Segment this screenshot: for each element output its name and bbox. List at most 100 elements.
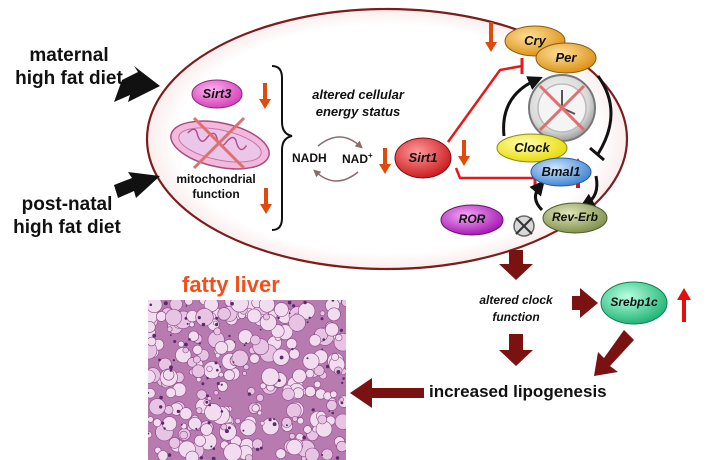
lipid-vacuole	[303, 425, 312, 434]
cell-nucleus	[336, 370, 341, 374]
lipid-vacuole	[305, 447, 320, 460]
energy-line1: altered cellular	[312, 87, 404, 102]
lipid-vacuole	[275, 448, 287, 459]
cell-nucleus	[219, 365, 222, 368]
lipid-vacuole	[231, 349, 249, 367]
fatty-liver-title: fatty liver	[182, 272, 280, 297]
maternal-diet-line1: maternal	[29, 45, 109, 66]
lipid-vacuole	[214, 341, 229, 355]
lipid-vacuole	[192, 355, 201, 364]
lipid-vacuole	[218, 371, 224, 378]
lipid-vacuole	[258, 300, 276, 313]
cell-nucleus	[288, 312, 291, 315]
bmal1-to-reverb-arrow	[579, 175, 599, 208]
lipid-vacuole	[256, 393, 264, 402]
lipid-vacuole	[327, 307, 341, 322]
lipid-vacuole	[329, 390, 338, 399]
down-arrow-sirt1	[458, 140, 470, 166]
maternal-diet-line2: high fat diet	[15, 68, 123, 89]
lipid-vacuole	[165, 308, 183, 326]
nadh-label: NADH	[292, 151, 327, 165]
cell-nucleus	[210, 445, 213, 448]
lipid-vacuole	[148, 388, 156, 399]
lipid-vacuole	[286, 439, 303, 456]
cell-nucleus	[167, 453, 172, 457]
cell-nucleus	[201, 382, 205, 386]
nad-cycle-bottom-arrow	[313, 169, 359, 182]
liver-histology-image	[148, 300, 346, 460]
cell-nucleus	[243, 344, 246, 347]
lipid-vacuole	[179, 407, 193, 420]
cell-nucleus	[206, 394, 209, 398]
down-arrow-mito	[260, 188, 272, 214]
lipid-vacuole	[220, 423, 228, 431]
reverb-label: Rev-Erb	[551, 210, 598, 224]
cell-nucleus	[321, 348, 324, 351]
lipid-vacuole	[336, 440, 346, 453]
lipid-vacuole	[239, 419, 257, 436]
postnatal-diet-line2: high fat diet	[13, 217, 121, 238]
lipid-vacuole	[243, 364, 250, 371]
srebp1c-label: Srebp1c	[610, 295, 658, 309]
per-inhibits-bmal1-arrow	[596, 75, 613, 155]
lipid-vacuole	[223, 443, 242, 460]
cell-nucleus	[242, 429, 245, 432]
lipid-vacuole	[187, 330, 199, 342]
energy-line2: energy status	[315, 104, 401, 119]
lipid-vacuole	[326, 399, 338, 411]
cell-nucleus	[341, 381, 344, 385]
bmal1-label: Bmal1	[541, 164, 581, 179]
lipid-vacuole	[313, 365, 325, 376]
srebp1c-node	[600, 281, 668, 325]
cell-nucleus	[230, 301, 234, 306]
cell-nucleus	[197, 316, 201, 320]
sirt3-node	[191, 79, 243, 109]
cell-nucleus	[306, 321, 309, 324]
ror-label: ROR	[458, 212, 486, 226]
sirt1-inhibits-bmal1	[454, 167, 534, 180]
cell-nucleus	[228, 334, 231, 338]
cell-nucleus	[220, 410, 224, 413]
altered-clock-line1: altered clock	[479, 293, 553, 307]
cell-nucleus	[152, 333, 157, 338]
lipid-vacuole	[166, 326, 173, 333]
lipid-vacuole	[250, 334, 261, 346]
cell-nucleus	[163, 301, 168, 306]
lipid-vacuole	[331, 353, 339, 361]
cell-nucleus	[285, 424, 288, 427]
cell-nucleus	[273, 418, 276, 421]
ror-blocked-icon	[513, 215, 535, 237]
cell-nucleus	[158, 358, 161, 362]
cell-nucleus	[207, 421, 211, 425]
cell-nucleus	[245, 342, 248, 345]
cell-nucleus	[184, 317, 188, 320]
lipid-vacuole	[185, 450, 199, 460]
clock-label: Clock	[514, 140, 550, 155]
cell-nucleus	[308, 316, 311, 319]
lipid-vacuole	[289, 433, 296, 440]
lipid-vacuole	[189, 321, 195, 328]
cell-nucleus	[169, 334, 172, 337]
cell-nucleus	[287, 300, 292, 305]
cell-nucleus	[272, 422, 277, 427]
down-arrow-sirt3	[259, 83, 271, 109]
cell-nucleus	[199, 456, 203, 460]
nad-label: NAD+	[342, 151, 373, 166]
cell-nucleus	[255, 447, 260, 452]
lipid-vacuole	[286, 338, 298, 350]
cell-nucleus	[279, 355, 284, 360]
lipid-vacuole	[317, 414, 328, 425]
lipid-vacuole	[182, 347, 189, 354]
lipid-vacuole	[292, 416, 298, 422]
maternal-diet-label: maternal high fat diet	[10, 44, 128, 90]
flow-arrow-srebp1c-to-lipogenesis	[594, 330, 634, 376]
cell-nucleus	[161, 421, 165, 425]
lipid-vacuole	[152, 418, 162, 427]
cell-nucleus	[339, 328, 343, 332]
cell-nucleus	[292, 304, 296, 308]
lipid-vacuole	[148, 431, 153, 439]
cell-nucleus	[195, 427, 198, 430]
cell-nucleus	[169, 365, 173, 370]
